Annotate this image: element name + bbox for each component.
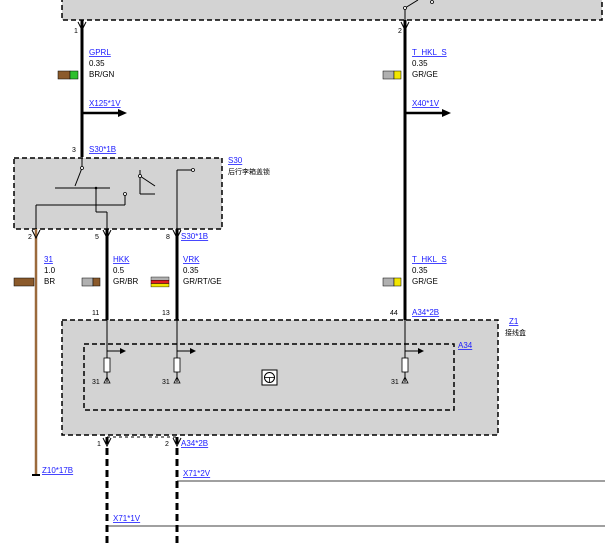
wire-size-thkl-top: 0.35 [412,59,428,68]
ground-label-1: 31 [92,379,100,386]
connector-x40-link[interactable]: X40*1V [412,99,440,108]
connector-a34-bottom-link[interactable]: A34*2B [181,439,208,448]
wire-color-gprl: BR/GN [89,70,115,79]
wire-size-vrk: 0.35 [183,266,199,275]
pin-arrow-icon [77,21,87,32]
pin-label-a34-b1: 1 [97,441,101,448]
component-z1-desc: 接线盒 [505,328,526,337]
connector-a34-pin44-link[interactable]: A34*2B [412,308,439,317]
wire-color-31: BR [44,277,55,286]
wire-color-swatch-vrk-3 [150,283,170,288]
z1-junction-box[interactable] [61,319,499,436]
wire-name-thkl-bot-link[interactable]: T_HKL_S [412,255,447,264]
wire-color-swatch-gprl-1 [57,70,71,80]
pin-label-s30-top: 3 [72,147,76,154]
ground-label-3: 31 [391,379,399,386]
arrow-right-icon [442,109,451,117]
pin-label-s30-2: 2 [28,234,32,241]
pin-label-a34-b2: 2 [165,441,169,448]
component-z1-link[interactable]: Z1 [509,317,519,326]
pin-arrow-icon [172,229,182,240]
connector-s30-pin3-link[interactable]: S30*1B [89,145,116,154]
s30-component-box[interactable] [13,157,223,230]
a34-channel-44 [401,320,424,384]
wire-size-hkk: 0.5 [113,266,125,275]
pin-label-s30-5: 5 [95,234,99,241]
pin-label-a34-44: 44 [390,310,398,317]
wire-name-thkl-top-link[interactable]: T_HKL_S [412,48,447,57]
wire-color-thkl-bot: GR/GE [412,277,438,286]
pin-label-top-left: 1 [74,28,78,35]
wire-name-vrk-link[interactable]: VRK [183,255,200,264]
a34-channel-13 [173,320,196,384]
wire-name-31-link[interactable]: 31 [44,255,53,264]
arrow-right-icon [118,109,127,117]
connector-z10-link[interactable]: Z10*17B [42,466,73,475]
wire-color-swatch-gprl-2 [69,70,79,80]
wire-color-vrk: GR/RT/GE [183,277,222,286]
wire-size-gprl: 0.35 [89,59,105,68]
top-module [61,0,603,21]
wire-color-swatch-vrk-2 [150,280,170,284]
pin-label-a34-13: 13 [162,310,170,317]
control-unit-icon [261,369,278,386]
component-s30-link[interactable]: S30 [228,156,243,165]
connector-x125-link[interactable]: X125*1V [89,99,121,108]
wire-color-hkk: GR/BR [113,277,139,286]
wire-color-swatch-thkl-bot-1 [382,277,395,287]
pin-arrow-icon [102,229,112,240]
pin-label-a34-11: 11 [92,310,99,317]
pin-arrow-icon [31,229,41,240]
pin-label-top-right: 2 [398,28,402,35]
pin-arrow-icon [172,437,182,448]
connector-x71-2v-link[interactable]: X71*2V [183,469,211,478]
wire-color-swatch-hkk-2 [92,277,101,287]
pin-arrow-icon [102,437,112,448]
wire-color-swatch-vrk-1 [150,276,170,281]
wire-color-swatch-thkl-bot-2 [393,277,402,287]
wire-color-thkl-top: GR/GE [412,70,438,79]
component-a34-link[interactable]: A34 [458,341,473,350]
ground-label-2: 31 [162,379,170,386]
wire-name-hkk-link[interactable]: HKK [113,255,130,264]
a34-module-box[interactable] [83,343,455,411]
wire-size-31: 1.0 [44,266,56,275]
wire-color-swatch-hkk-1 [81,277,94,287]
wire-color-swatch-thkl-top-1 [382,70,395,80]
pin-label-s30-8: 8 [166,234,170,241]
component-s30-desc: 后行李箱盖锁 [228,167,270,176]
connector-s30-pin8-link[interactable]: S30*1B [181,232,208,241]
wire-color-swatch-31 [13,277,35,287]
wire-name-gprl-link[interactable]: GPRL [89,48,111,57]
pin-arrow-icon [400,21,410,32]
connector-x71-1v-link[interactable]: X71*1V [113,514,141,523]
a34-channel-11 [103,320,126,384]
wire-size-thkl-bot: 0.35 [412,266,428,275]
wire-color-swatch-thkl-top-2 [393,70,402,80]
